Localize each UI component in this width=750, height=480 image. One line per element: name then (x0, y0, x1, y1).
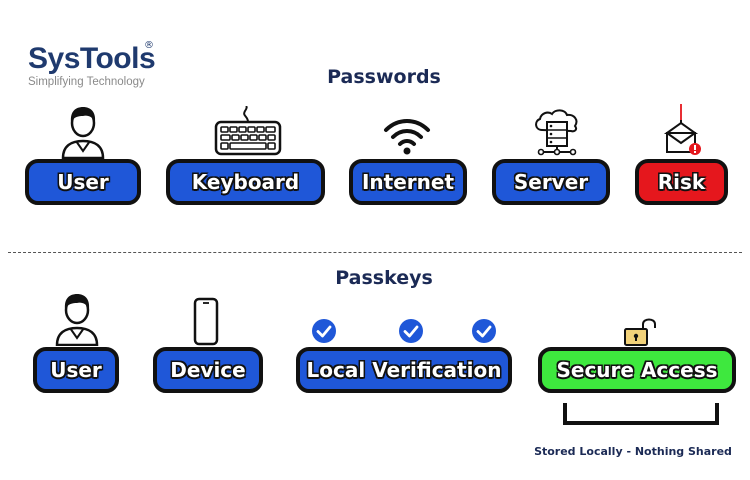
wifi-icon (384, 119, 430, 155)
passwords-step-internet: Internet (349, 159, 467, 205)
passwords-step-keyboard: Keyboard (166, 159, 325, 205)
passkeys-step-local-verification: Local Verification (296, 347, 512, 393)
user-icon (61, 107, 105, 159)
passwords-step-user: User (25, 159, 141, 205)
logo-wordmark: SysTools (28, 42, 156, 75)
phishing-envelope-icon (663, 104, 701, 155)
unlocked-padlock-icon (624, 318, 656, 346)
passkeys-step-user: User (33, 347, 119, 393)
checkmark-icon (399, 319, 423, 343)
logo-tagline: Simplifying Technology (28, 76, 145, 88)
storage-note: Stored Locally - Nothing Shared (534, 445, 732, 458)
user-icon (55, 294, 99, 346)
passkeys-step-device: Device (153, 347, 263, 393)
smartphone-icon (193, 297, 219, 346)
checkmark-icon (312, 319, 336, 343)
section-divider (8, 252, 742, 253)
systools-logo: SysTools ® Simplifying Technology (28, 40, 156, 88)
registered-mark: ® (144, 40, 154, 51)
passkeys-heading: Passkeys (335, 267, 433, 289)
keyboard-icon (214, 106, 282, 156)
passwords-step-risk: Risk (635, 159, 728, 205)
passkeys-step-secure-access: Secure Access (538, 347, 736, 393)
checkmark-icon (472, 319, 496, 343)
server-cloud-icon (535, 109, 578, 156)
passwords-step-server: Server (492, 159, 610, 205)
passwords-heading: Passwords (327, 66, 441, 88)
storage-bracket (563, 403, 719, 425)
